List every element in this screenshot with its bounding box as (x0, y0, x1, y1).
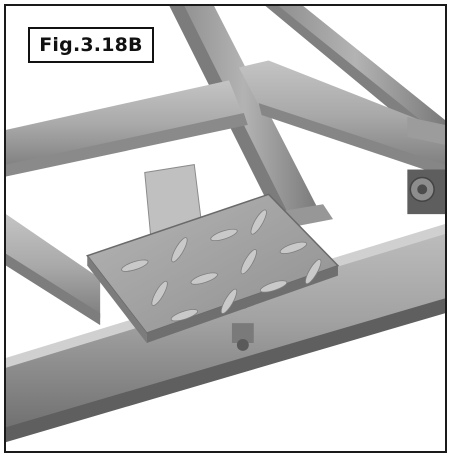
hinge-bracket (407, 117, 445, 215)
left-side-rail (6, 214, 101, 326)
foot-pedal-frame-photo (6, 6, 445, 443)
diamond-plate-pedal (86, 193, 340, 343)
rear-crossbar (6, 60, 445, 177)
figure-label: Fig.3.18B (28, 27, 154, 63)
figure-frame: Fig.3.18B (4, 4, 447, 453)
